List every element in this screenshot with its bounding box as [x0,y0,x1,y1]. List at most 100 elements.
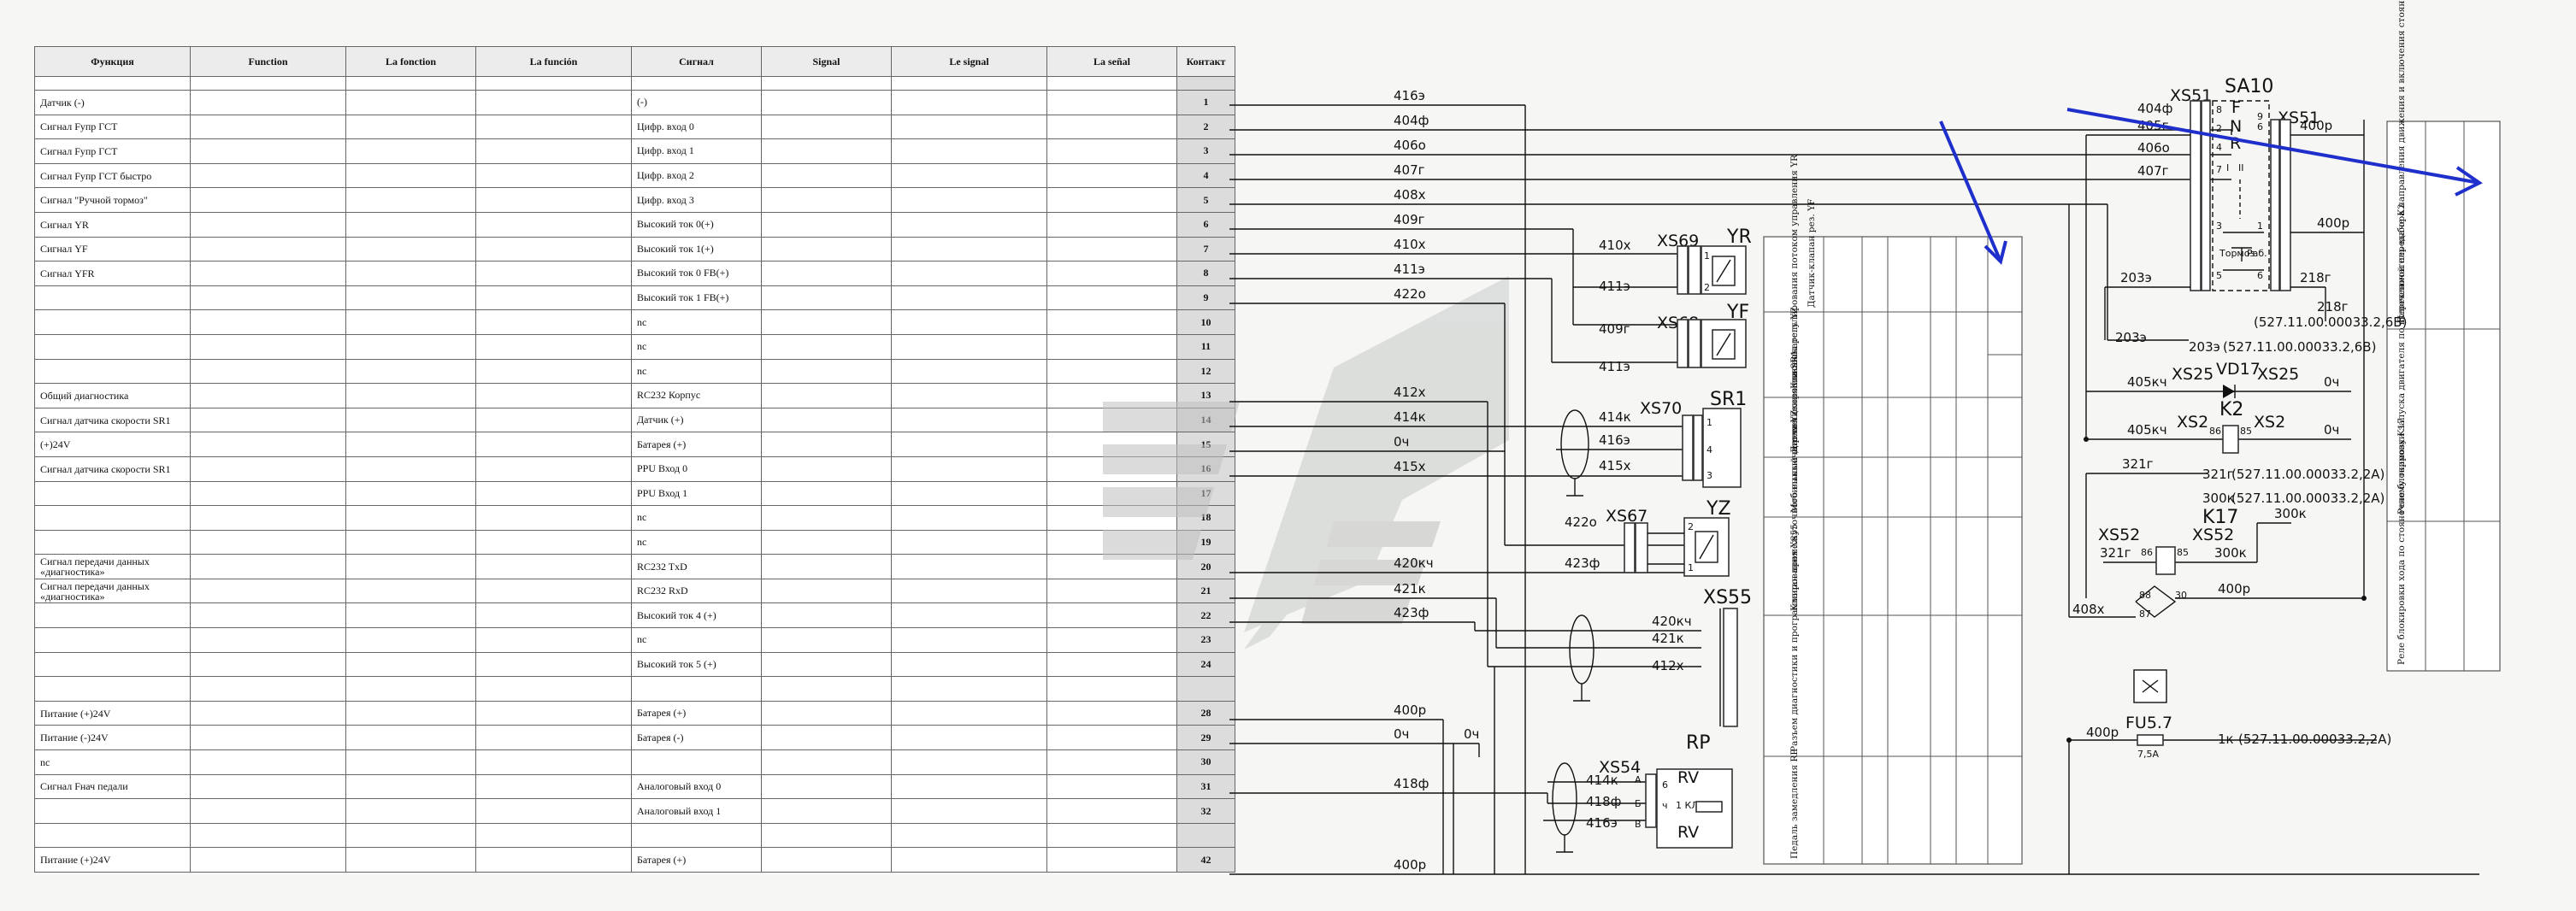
contact-cell: 32 [1176,798,1235,824]
svg-text:3: 3 [1707,470,1712,481]
svg-text:XS52: XS52 [2192,526,2234,544]
connector-label: XS54 [1599,758,1641,777]
desc-text: Педаль замедления RP [1789,749,1800,859]
table-row [34,822,1235,849]
signal-cell: Цифр. вход 2 [631,162,762,189]
wire-label: 412х [1394,385,1426,400]
signal-en-cell [761,358,892,385]
connector-xs68: 409г 411э XS68 YF [1599,302,1749,374]
signal-en-cell [761,651,892,678]
function-es-cell [475,602,632,629]
svg-text:4: 4 [2216,142,2222,153]
function-fr-cell [345,578,476,604]
svg-text:4: 4 [1707,444,1712,456]
contact-cell [1176,822,1235,849]
wire-label: 420кч [1394,555,1434,571]
component-label: YF [1726,302,1749,323]
svg-text:321г: 321г [2100,545,2131,561]
svg-text:400р: 400р [2218,581,2250,597]
svg-text:(527.11.00.00033.2,6В): (527.11.00.00033.2,6В) [2223,339,2376,355]
svg-text:2: 2 [1688,521,1694,532]
wire-label: 415х [1394,459,1426,474]
function-cell [34,285,191,311]
signal-fr-cell [891,725,1047,751]
svg-text:1: 1 [2257,220,2263,232]
function-cell: Сигнал Fупр ГСТ быстро [34,162,191,189]
signal-fr-cell [891,333,1047,360]
svg-text:86: 86 [2209,426,2221,437]
svg-text:(527.11.00.00033.2,2А): (527.11.00.00033.2,2А) [2231,467,2384,482]
signal-fr-cell [891,847,1047,873]
signal-fr-cell [891,90,1047,115]
function-fr-cell [345,847,476,873]
svg-text:408х: 408х [2072,602,2105,617]
contact-cell: 8 [1176,261,1235,286]
function-es-cell [475,627,632,653]
svg-text:9: 9 [2257,111,2263,122]
pin-assignment-table: Функция Function La fonction La función … [34,46,1235,873]
desc-text: Клапаны регулирования потоком управления… [1789,154,1800,389]
function-en-cell [190,236,346,262]
signal-fr-cell [891,309,1047,335]
function-en-cell [190,333,346,360]
svg-text:XS2: XS2 [2177,413,2208,432]
desc-text: Переключатель выбора направления движени… [2396,0,2407,323]
function-en-cell [190,773,346,800]
description-table-1: Клапаны регулирования потоком управления… [1763,154,2023,865]
wire-label: 410х [1599,238,1631,253]
col-header-signal-ru: Сигнал [631,46,762,77]
svg-text:5: 5 [2216,270,2222,281]
function-en-cell [190,602,346,629]
contact-cell [1176,76,1235,91]
signal-es-cell [1046,187,1177,213]
function-fr-cell [345,114,476,140]
function-fr-cell [345,211,476,238]
function-fr-cell [345,749,476,775]
signal-en-cell [761,114,892,140]
svg-text:ч: ч [1662,800,1668,811]
desc-text: Датчик скорости SR1 [1789,350,1800,453]
col-header-function-en: Function [190,46,346,77]
svg-text:0ч: 0ч [2324,374,2339,390]
signal-en-cell [761,847,892,873]
svg-text:XS25: XS25 [2172,365,2213,384]
wire-label: 410х [1394,237,1426,252]
component-label: YR [1726,226,1752,248]
signal-es-cell [1046,749,1177,775]
wire-labels-left: 416э 404ф 406о 407г 408х 409г 410х 411э … [1394,88,1479,873]
table-row: Высокий ток 4 (+)22 [34,602,1235,629]
svg-text:407г: 407г [2137,163,2169,179]
component-label: K17 [2202,507,2238,528]
connector-label: XS67 [1606,507,1648,526]
svg-text:(527.11.00.00033.2,2А): (527.11.00.00033.2,2А) [2231,491,2384,506]
table-row: Аналоговый вход 1 32 [34,798,1235,824]
function-en-cell [190,432,346,457]
svg-text:6: 6 [2257,121,2263,132]
svg-text:(527.11.00.00033.2,2А): (527.11.00.00033.2,2А) [2238,732,2391,747]
svg-text:405кч: 405кч [2127,422,2167,438]
function-en-cell [190,627,346,653]
signal-cell: Аналоговый вход 1 [631,798,762,824]
signal-es-cell [1046,138,1177,164]
function-cell: Питание (+)24V [34,700,191,726]
svg-text:6: 6 [1662,779,1668,791]
signal-es-cell [1046,725,1177,751]
signal-fr-cell [891,162,1047,189]
contact-cell: 10 [1176,309,1235,335]
wire-label: 423ф [1565,555,1600,571]
function-cell [34,505,191,531]
wire-label: 400р [1394,702,1426,718]
function-en-cell [190,798,346,824]
contact-cell: 29 [1176,725,1235,751]
contact-cell: 23 [1176,627,1235,653]
svg-text:В: В [1635,819,1642,830]
connector-xs69: 410х 411э XS69 1 2 YR [1573,226,1752,295]
switch-sa10: SA10 XS51 XS51 404ф 405г 406о 407г F N R… [2085,76,2407,598]
contact-cell: 6 [1176,211,1235,238]
